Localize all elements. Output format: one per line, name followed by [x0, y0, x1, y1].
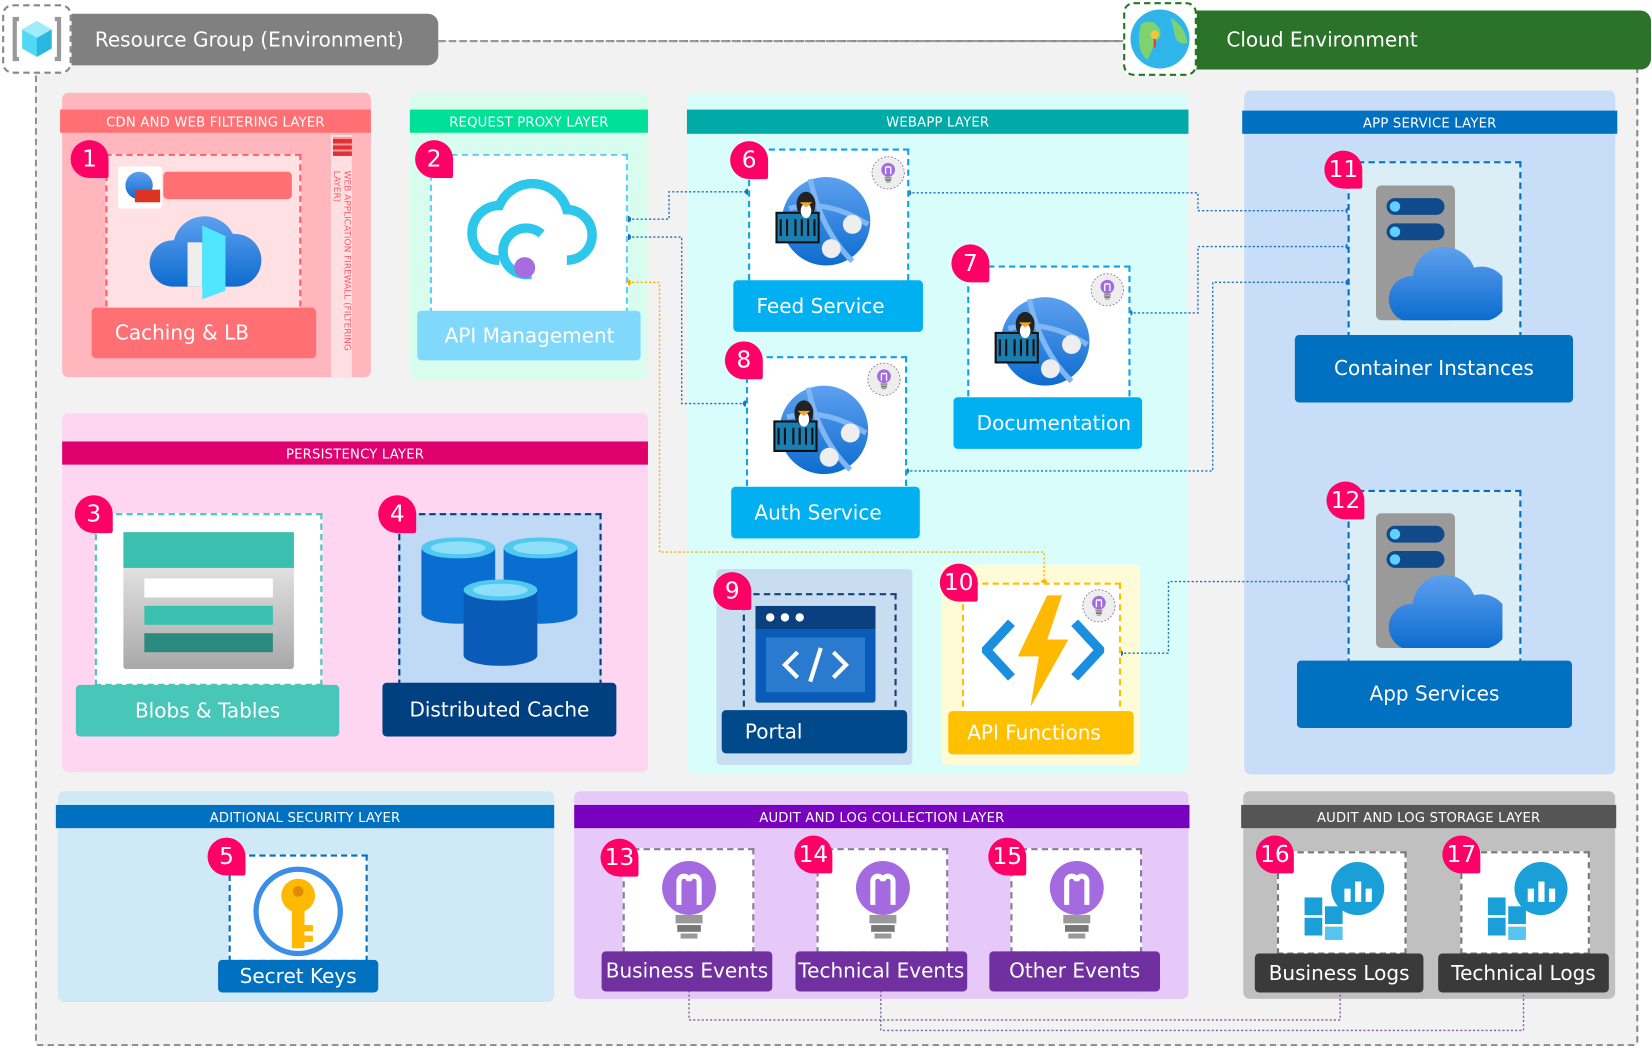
app-services-label: App Services	[1296, 660, 1572, 729]
firewall-icon	[332, 136, 352, 156]
app-insights-bulb-icon	[1043, 857, 1110, 943]
badge-9: 9	[713, 572, 752, 611]
key-vault-icon	[253, 866, 343, 957]
app-insights-icon	[871, 156, 905, 190]
distributed-cache-label: Distributed Cache	[382, 682, 617, 737]
api-management-icon	[467, 178, 597, 280]
badge-3: 3	[74, 495, 113, 534]
server-cloud-icon	[1350, 185, 1508, 322]
globe-icon	[1123, 2, 1197, 76]
resource-group-title: Resource Group (Environment)	[94, 27, 404, 52]
api-functions-label: API Functions	[948, 711, 1134, 755]
waf-globe-icon	[118, 166, 163, 209]
blobs-tables-label: Blobs & Tables	[75, 684, 340, 737]
audit-storage-layer-title: AUDIT AND LOG STORAGE LAYER	[1241, 804, 1617, 829]
persistency-layer-title: PERSISTENCY LAYER	[62, 441, 648, 465]
technical-events-label: Technical Events	[795, 951, 968, 992]
function-bolt-icon	[981, 595, 1105, 707]
badge-11: 11	[1324, 150, 1363, 189]
cdn-banner	[163, 171, 292, 200]
webapp-layer-title: WEBAPP LAYER	[686, 109, 1189, 134]
cloud-environment-title: Cloud Environment	[1226, 28, 1418, 52]
resource-group-header: Resource Group (Environment)	[69, 13, 439, 66]
storage-table-icon	[123, 532, 294, 670]
business-events-label: Business Events	[601, 951, 773, 992]
badge-14: 14	[794, 835, 833, 874]
code-window-icon	[755, 605, 876, 703]
badge-2: 2	[415, 140, 454, 179]
badge-10: 10	[939, 563, 978, 602]
resource-group-cube-icon	[2, 4, 72, 74]
container-instances-label: Container Instances	[1294, 335, 1574, 403]
audit-collection-layer-title: AUDIT AND LOG COLLECTION LAYER	[574, 804, 1190, 829]
badge-7: 7	[951, 244, 990, 283]
app-insights-bulb-icon	[849, 857, 916, 943]
log-analytics-icon	[1483, 860, 1572, 944]
request-proxy-layer-title: REQUEST PROXY LAYER	[409, 109, 648, 133]
secret-keys-label: Secret Keys	[218, 959, 379, 993]
badge-4: 4	[378, 495, 417, 534]
app-insights-icon	[1090, 273, 1124, 307]
front-door-cdn-icon	[149, 216, 262, 300]
cache-cylinders-icon	[421, 537, 578, 666]
technical-logs-label: Technical Logs	[1438, 953, 1609, 993]
badge-8: 8	[724, 341, 763, 380]
badge-6: 6	[730, 141, 769, 180]
server-cloud-icon	[1350, 513, 1508, 650]
badge-17: 17	[1442, 835, 1481, 874]
caching-lb-label: Caching & LB	[91, 307, 317, 359]
cdn-layer-title: CDN AND WEB FILTERING LAYER	[60, 109, 371, 133]
business-logs-label: Business Logs	[1254, 953, 1424, 993]
other-events-label: Other Events	[989, 951, 1161, 992]
linux-container-webapp-icon	[978, 287, 1102, 392]
badge-13: 13	[600, 838, 639, 877]
badge-15: 15	[988, 837, 1027, 876]
badge-1: 1	[70, 140, 109, 179]
cloud-environment-header: Cloud Environment	[1190, 10, 1651, 70]
log-analytics-icon	[1300, 860, 1389, 944]
linux-container-webapp-icon	[756, 375, 880, 480]
security-layer-title: ADITIONAL SECURITY LAYER	[55, 804, 555, 829]
app-insights-bulb-icon	[655, 857, 722, 943]
app-service-layer-title: APP SERVICE LAYER	[1242, 110, 1618, 134]
portal-label: Portal	[721, 710, 908, 754]
waf-label: WEB APPLICATION FIREWALL (FILTERING LAYE…	[330, 134, 352, 378]
badge-5: 5	[207, 837, 246, 876]
auth-service-label: Auth Service	[731, 486, 920, 539]
api-management-label: API Management	[417, 310, 641, 361]
linux-container-webapp-icon	[759, 166, 883, 271]
feed-service-label: Feed Service	[733, 280, 923, 332]
documentation-label: Documentation	[953, 397, 1143, 449]
header-connector	[438, 40, 1126, 43]
badge-12: 12	[1326, 481, 1365, 520]
app-insights-icon	[867, 362, 901, 396]
app-insights-icon	[1082, 589, 1116, 623]
badge-16: 16	[1255, 835, 1294, 874]
